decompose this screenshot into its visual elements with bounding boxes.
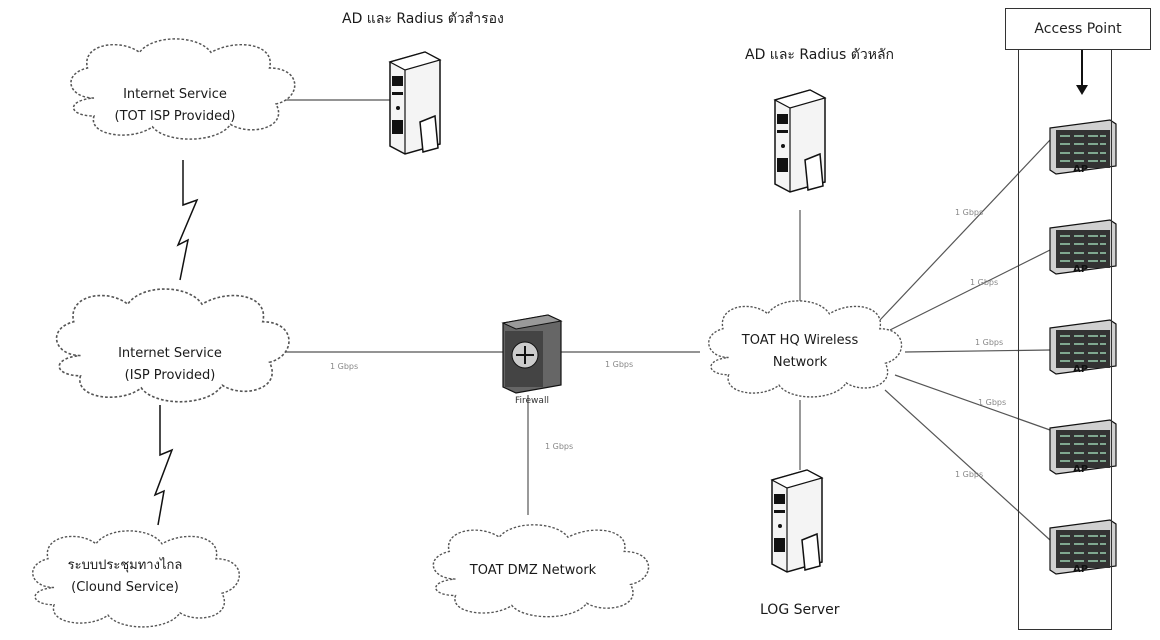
cloud-meeting-line1: ระบบประชุมทางไกล [67, 558, 183, 573]
ap-label-5: AP [1073, 564, 1089, 575]
wan-link-bottom [153, 405, 174, 526]
cloud-hq-text: TOAT HQ Wireless Network [710, 330, 890, 374]
cloud-meeting-text: ระบบประชุมทางไกล (Clound Service) [25, 555, 225, 599]
ap-label-3: AP [1073, 364, 1089, 375]
link-label-ap1: 1 Gbps [955, 208, 984, 217]
access-point-group [1018, 48, 1112, 630]
cloud-internet-isp-line2: (ISP Provided) [124, 368, 216, 383]
cloud-internet-tot-line1: Internet Service [123, 87, 227, 102]
ap-label-2: AP [1073, 264, 1089, 275]
cloud-meeting-line2: (Clound Service) [71, 580, 179, 595]
ad-backup-heading: AD และ Radius ตัวสำรอง [342, 11, 504, 27]
firewall-icon [501, 314, 563, 394]
firewall-label: Firewall [515, 396, 549, 406]
link-hq-ap2 [889, 249, 1051, 331]
access-point-title: Access Point [1005, 8, 1151, 50]
cloud-dmz-text: TOAT DMZ Network [428, 560, 638, 582]
cloud-dmz-line1: TOAT DMZ Network [469, 563, 597, 578]
link-hq-ap3 [904, 349, 1051, 353]
link-hq-ap4 [894, 374, 1051, 431]
link-hq-ap5 [884, 389, 1051, 541]
link-label-isp-firewall: 1 Gbps [330, 362, 359, 371]
cloud-internet-isp-line1: Internet Service [118, 346, 222, 361]
server-log [771, 469, 823, 573]
cloud-internet-isp-text: Internet Service (ISP Provided) [85, 343, 255, 387]
link-hq-ap1 [879, 139, 1051, 321]
link-label-ap2: 1 Gbps [970, 278, 999, 287]
cloud-internet-tot-text: Internet Service (TOT ISP Provided) [95, 84, 255, 128]
access-point-arrow-head [1076, 85, 1088, 95]
ap-label-1: AP [1073, 164, 1089, 175]
wan-link-top [176, 160, 199, 281]
ap-label-4: AP [1073, 464, 1089, 475]
link-label-ap5: 1 Gbps [955, 470, 984, 479]
server-ad-backup [389, 51, 441, 155]
link-label-firewall-hq: 1 Gbps [605, 360, 634, 369]
server-ad-main [774, 89, 826, 193]
cloud-hq-line1: TOAT HQ Wireless [741, 333, 859, 348]
connection-lines [270, 99, 1051, 541]
ad-main-heading: AD และ Radius ตัวหลัก [745, 47, 895, 63]
cloud-internet-tot-line2: (TOT ISP Provided) [114, 109, 236, 124]
link-label-ap4: 1 Gbps [978, 398, 1007, 407]
link-label-firewall-dmz: 1 Gbps [545, 442, 574, 451]
link-label-ap3: 1 Gbps [975, 338, 1004, 347]
log-server-label: LOG Server [760, 602, 840, 618]
cloud-hq-line2: Network [772, 355, 828, 370]
